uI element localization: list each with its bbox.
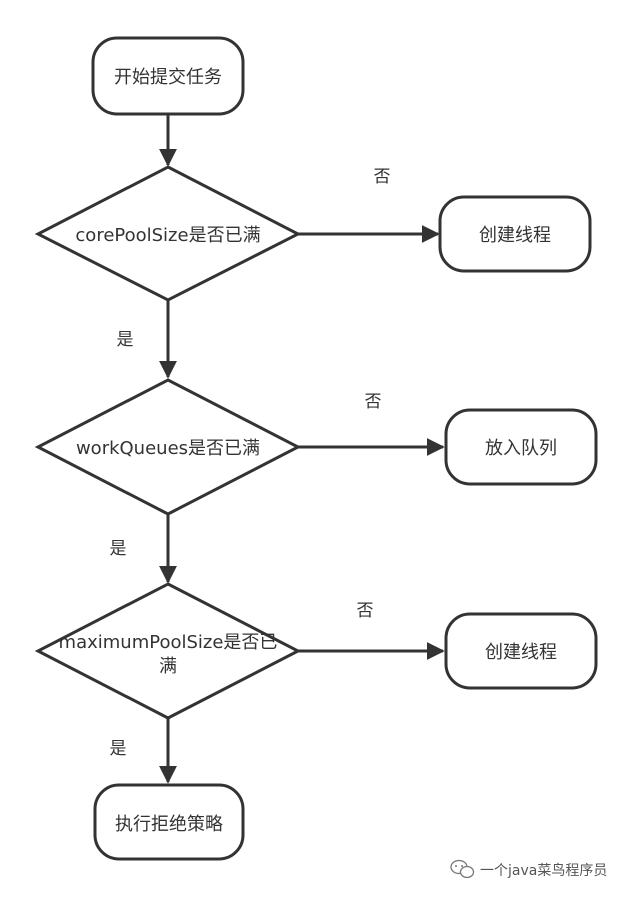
edge-label-yes-3: 是 — [110, 739, 127, 759]
enqueue-label: 放入队列 — [485, 438, 557, 459]
decision-work-queues: workQueues是否已满 — [34, 378, 302, 516]
enqueue-node: 放入队列 — [444, 408, 598, 486]
decision-maximum-pool-size: maximumPoolSize是否已 满 — [34, 582, 302, 720]
wechat-icon — [450, 859, 475, 879]
reject-node: 执行拒绝策略 — [93, 783, 245, 861]
watermark-text: 一个java菜鸟程序员 — [480, 863, 607, 879]
edge-label-no-1: 否 — [374, 167, 391, 187]
reject-label: 执行拒绝策略 — [115, 814, 223, 835]
watermark: 一个java菜鸟程序员 — [450, 859, 607, 879]
decision-core-pool-size: corePoolSize是否已满 — [34, 165, 302, 302]
edge-label-no-2: 否 — [365, 392, 382, 412]
edge-label-no-3: 否 — [357, 601, 374, 621]
decision-max-label-line1: maximumPoolSize是否已 — [59, 632, 278, 653]
decision-queue-label: workQueues是否已满 — [76, 438, 260, 459]
start-node: 开始提交任务 — [91, 36, 245, 116]
create-thread-node-1: 创建线程 — [438, 195, 592, 273]
start-node-label: 开始提交任务 — [114, 67, 222, 88]
decision-max-label-line2: 满 — [159, 656, 177, 677]
edge-label-yes-1: 是 — [117, 330, 134, 350]
create-thread-label-2: 创建线程 — [485, 642, 557, 663]
create-thread-node-2: 创建线程 — [444, 612, 598, 690]
create-thread-label-1: 创建线程 — [479, 225, 551, 246]
edge-label-yes-2: 是 — [110, 539, 127, 559]
decision-core-label: corePoolSize是否已满 — [75, 225, 260, 246]
